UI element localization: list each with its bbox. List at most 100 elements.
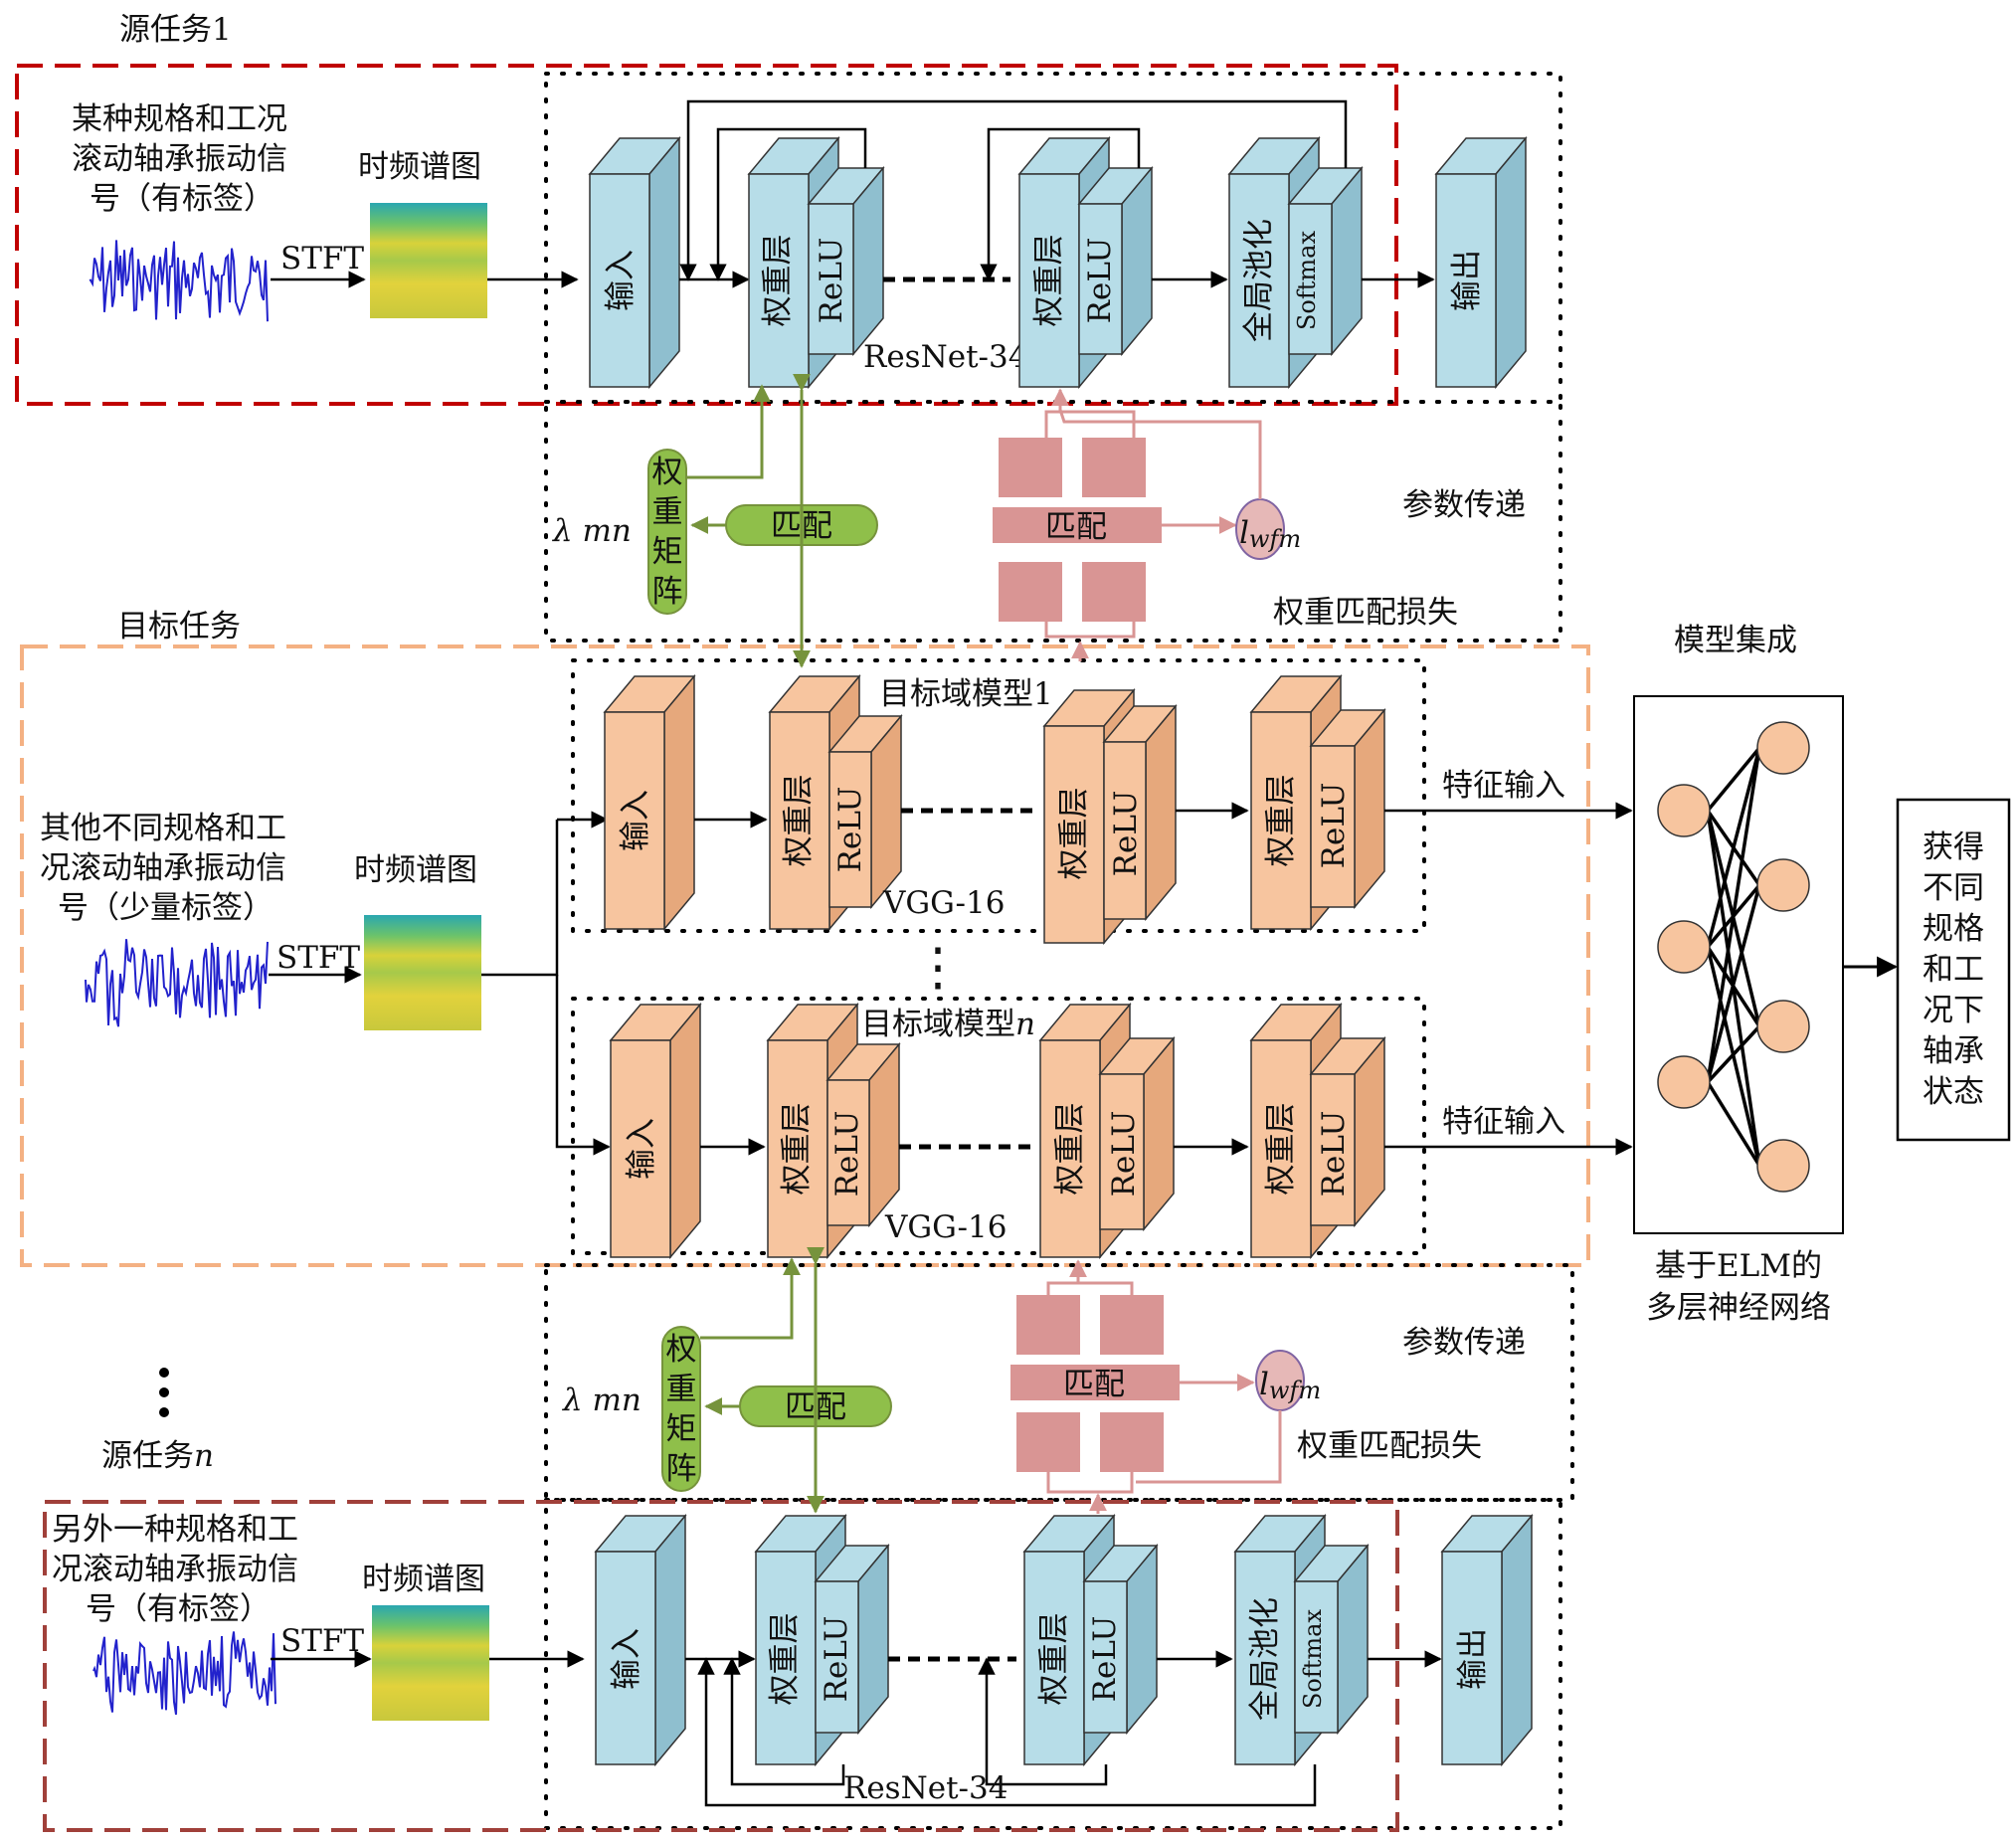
transfer-n-matrix-char-2: 重 <box>666 1372 697 1407</box>
target-n-input-block: 输入 <box>609 1002 702 1260</box>
transfer-1-matrix-char-1: 权 <box>652 455 683 490</box>
ensemble-input-neuron-2 <box>1657 920 1711 974</box>
source-1-output-block: 输出 <box>1434 135 1528 390</box>
source-task-1-title: 源任务1 <box>119 12 232 48</box>
transfer-n-pink-bracket-top <box>1046 1281 1134 1295</box>
source-n-signal-line-2: 况滚动轴承振动信 <box>52 1552 298 1587</box>
target-n-relu-text-1: ReLU <box>829 1111 865 1198</box>
transfer-1-pink-block-4 <box>1082 562 1146 622</box>
source-1-skip-connection-inner-2 <box>980 127 1141 281</box>
source-1-input-text: 输入 <box>603 250 639 311</box>
transfer-1-matrix-char-4: 阵 <box>652 574 683 610</box>
source-n-output-text: 输出 <box>1455 1628 1491 1690</box>
source-1-pool-block: 全局池化 Softmax <box>1227 135 1364 390</box>
ensemble-connections <box>1706 746 1761 1167</box>
target-1-relu-text-3: ReLU <box>1316 783 1352 869</box>
source-n-signal-line-3: 号（有标签） <box>86 1591 271 1627</box>
ensemble-caption-line-2: 多层神经网络 <box>1646 1290 1831 1326</box>
transfer-1-param-label: 参数传递 <box>1402 487 1526 523</box>
source-task-n-title: 源任务n <box>101 1438 214 1474</box>
target-signal-line-1: 其他不同规格和工 <box>40 811 286 846</box>
target-1-weight-layer-block-3: 权重层 ReLU <box>1249 673 1386 932</box>
result-line-2: 不同 <box>1923 870 1984 906</box>
transfer-1-pink-block-3 <box>999 562 1062 622</box>
source-1-stft-label: STFT <box>280 241 364 276</box>
target-1-weight-layer-block-2: 权重层 ReLU <box>1042 687 1178 946</box>
transfer-n-pink-block-4 <box>1100 1412 1164 1472</box>
target-stft-label: STFT <box>276 940 360 976</box>
target-task-title: 目标任务 <box>117 609 241 645</box>
transfer-1-lambda: λ mn <box>551 513 632 549</box>
target-vibration-signal <box>85 939 269 1027</box>
source-n-weight-layer-block-1: 权重层 ReLU <box>754 1513 890 1767</box>
result-line-3: 规格 <box>1923 911 1984 947</box>
target-model-1-frame <box>571 658 1426 933</box>
ensemble-output-neuron-1 <box>1756 721 1810 775</box>
target-1-feature-input-label: 特征输入 <box>1442 768 1565 804</box>
transfer-n-pink-match <box>1010 1365 1180 1400</box>
source-1-signal-line-1: 某种规格和工况 <box>72 101 287 137</box>
ensemble-input-neuron-1 <box>1657 784 1711 837</box>
source-1-input-block: 输入 <box>588 135 681 390</box>
target-n-weight-layer-block-2: 权重层 ReLU <box>1038 1002 1176 1260</box>
transfer-1-loss-letter: l <box>1239 515 1249 551</box>
transfer-n-pink-match-text: 匹配 <box>1063 1367 1125 1402</box>
target-1-weight-layer-text-1: 权重层 <box>781 775 817 867</box>
transfer-1-pink-match-text: 匹配 <box>1045 509 1107 545</box>
transfer-1-loss-symbol: lwfm <box>1239 515 1301 553</box>
source-1-relu-text-1: ReLU <box>814 238 849 324</box>
source-n-pool-block: 全局池化 Softmax <box>1233 1513 1370 1767</box>
source-1-weight-layer-block-2: 权重层 ReLU <box>1017 135 1154 390</box>
target-spectrogram-label: 时频谱图 <box>354 852 477 888</box>
source-1-weight-layer-text-1: 权重层 <box>760 235 796 327</box>
ensemble-output-neuron-2 <box>1756 858 1810 912</box>
source-n-relu-text-2: ReLU <box>1087 1616 1123 1703</box>
target-n-input-text: 输入 <box>624 1118 659 1180</box>
source-tasks-dot-3 <box>159 1407 169 1417</box>
target-models-vdots: ⋮ <box>912 938 964 998</box>
target-model-n-frame <box>571 997 1426 1255</box>
target-1-input-block: 输入 <box>603 673 696 932</box>
result-line-6: 轴承 <box>1923 1033 1984 1069</box>
target-1-weight-layer-block-1: 权重层 ReLU <box>768 673 903 932</box>
transfer-1-loss-label: 权重匹配损失 <box>1273 595 1458 631</box>
source-n-weight-layer-text-2: 权重层 <box>1036 1613 1072 1706</box>
transfer-1-loss-feedback <box>1058 409 1262 499</box>
target-n-weight-layer-block-3: 权重层 ReLU <box>1249 1002 1386 1260</box>
source-n-skip-connection-inner-2 <box>978 1657 1108 1786</box>
source-1-network-label: ResNet-34 <box>863 339 1027 375</box>
ensemble-title: 模型集成 <box>1674 623 1797 658</box>
source-1-softmax-text: Softmax <box>1293 231 1321 330</box>
transfer-n-loss-feedback <box>1136 1410 1282 1484</box>
target-signal-line-2: 况滚动轴承振动信 <box>40 850 286 886</box>
target-1-input-text: 输入 <box>618 790 653 851</box>
transfer-n-param-label: 参数传递 <box>1402 1325 1526 1361</box>
transfer-n-matrix-char-1: 权 <box>666 1332 697 1368</box>
transfer-n-pink-block-2 <box>1100 1295 1164 1355</box>
target-1-network-label: VGG-16 <box>882 885 1005 921</box>
source-n-spectrogram-label: 时频谱图 <box>362 1562 485 1597</box>
source-1-pool-text: 全局池化 <box>1241 219 1277 342</box>
source-n-pool-text: 全局池化 <box>1247 1597 1283 1721</box>
transfer-1-pink-block-1 <box>999 438 1062 497</box>
target-task-frame <box>20 645 1590 1267</box>
source-n-weight-layer-text-1: 权重层 <box>767 1613 803 1706</box>
transfer-n-pink-block-1 <box>1016 1295 1080 1355</box>
target-n-relu-text-3: ReLU <box>1316 1111 1352 1198</box>
target-1-relu-text-2: ReLU <box>1108 791 1144 877</box>
target-signal-line-3: 号（少量标签） <box>58 890 274 926</box>
source-n-network-label: ResNet-34 <box>843 1770 1008 1806</box>
source-task-n-frame <box>43 1500 1399 1832</box>
source-n-relu-text-1: ReLU <box>819 1616 854 1703</box>
source-1-signal-line-3: 号（有标签） <box>90 181 275 217</box>
ensemble-output-neuron-4 <box>1756 1139 1810 1193</box>
transfer-n-lambda: λ mn <box>561 1382 641 1418</box>
target-model-1-title: 目标域模型1 <box>879 676 1053 712</box>
source-n-skip-connection-outer <box>697 1657 1317 1807</box>
transfer-n-matrix-char-4: 阵 <box>666 1451 697 1487</box>
source-1-spectrogram <box>370 203 487 318</box>
source-n-output-block: 输出 <box>1440 1513 1534 1767</box>
transfer-n-frame <box>544 1263 1574 1502</box>
transfer-1-pink-bracket-top <box>1044 410 1136 438</box>
